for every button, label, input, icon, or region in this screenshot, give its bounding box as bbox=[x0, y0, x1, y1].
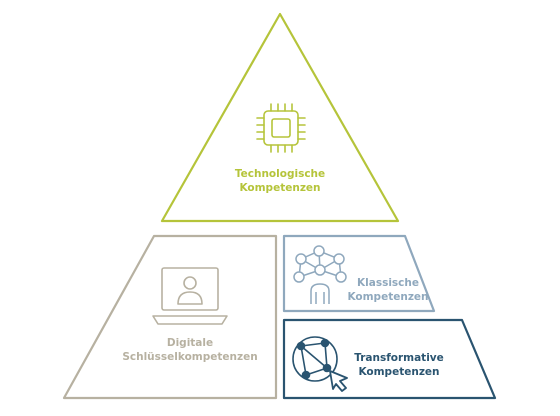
top-label-line1: Technologische bbox=[235, 168, 325, 180]
left-trapezoid bbox=[62, 234, 278, 400]
cpu-chip-icon bbox=[256, 103, 306, 153]
segment-klassische-kompetenzen: Klassische Kompetenzen bbox=[282, 234, 436, 313]
middle-right-label-line1: Klassische bbox=[357, 277, 419, 289]
bottom-right-label-line1: Transformative bbox=[354, 352, 444, 364]
segment-digitale-schluesselkompetenzen: Digitale Schlüsselkompetenzen bbox=[62, 234, 278, 400]
middle-right-label-line2: Kompetenzen bbox=[347, 291, 428, 303]
top-triangle bbox=[160, 12, 400, 223]
laptop-user-icon bbox=[152, 267, 228, 325]
top-label-line2: Kompetenzen bbox=[239, 182, 320, 194]
bottom-right-label-line2: Kompetenzen bbox=[358, 366, 439, 378]
segment-transformative-kompetenzen: Transformative Kompetenzen bbox=[282, 318, 497, 400]
globe-cursor-icon bbox=[292, 336, 348, 392]
segment-technologische-kompetenzen: Technologische Kompetenzen bbox=[160, 12, 400, 223]
left-label-line2: Schlüsselkompetenzen bbox=[122, 351, 257, 363]
network-person-icon bbox=[293, 245, 347, 304]
bottom-right-trapezoid bbox=[282, 318, 497, 400]
middle-right-trapezoid bbox=[282, 234, 436, 313]
left-label-line1: Digitale bbox=[167, 337, 213, 349]
